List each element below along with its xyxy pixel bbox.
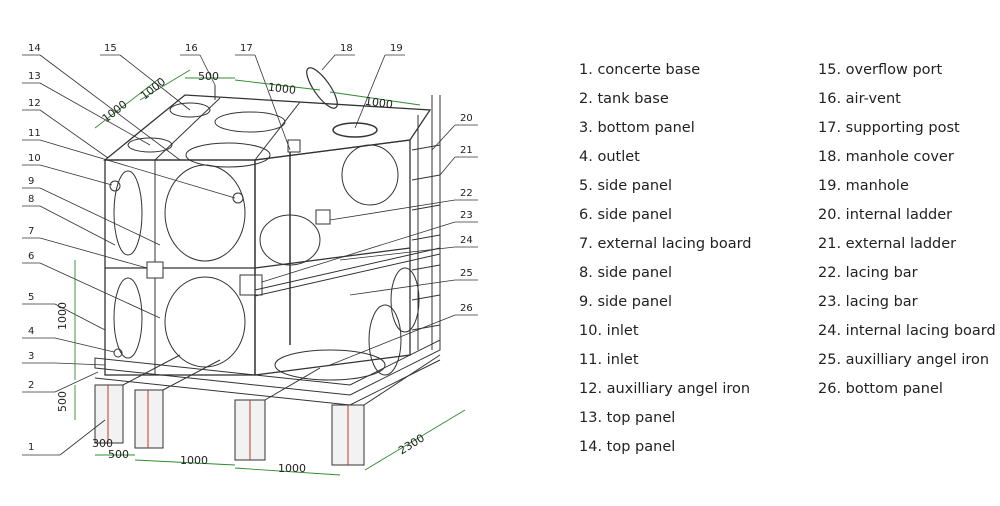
- legend-item: 1. concerte base: [579, 62, 701, 78]
- front-face: [104, 159, 263, 376]
- callout-19: 19: [390, 43, 403, 54]
- dim-left-500: 500: [56, 391, 69, 412]
- callout-4: 4: [28, 326, 34, 337]
- leader-lines: [22, 54, 478, 456]
- callout-3: 3: [28, 351, 34, 362]
- callout-7: 7: [28, 226, 34, 237]
- legend-item: 12. auxilliary angel iron: [579, 381, 751, 397]
- legend-item: 10. inlet: [579, 323, 639, 339]
- callout-9: 9: [28, 176, 34, 187]
- callout-16: 16: [185, 43, 198, 54]
- legend-item: 7. external lacing board: [579, 236, 752, 252]
- callout-6: 6: [28, 251, 34, 262]
- legend-item: 4. outlet: [579, 149, 640, 165]
- concrete-base-blocks: [94, 354, 441, 466]
- callout-22: 22: [460, 188, 473, 199]
- dim-right-2300: 2300: [396, 431, 427, 457]
- dim-top-1000-b: 1000: [138, 75, 168, 102]
- callout-numbers: 1 2 3 4 5 6 7 8 9 10 11 12 13 14 15 16 1…: [28, 43, 473, 453]
- dim-top-500: 500: [198, 70, 219, 83]
- legend-item: 6. side panel: [579, 207, 672, 223]
- legend-item: 15. overflow port: [818, 62, 943, 78]
- callout-21: 21: [460, 145, 473, 156]
- legend-item: 3. bottom panel: [579, 120, 695, 136]
- legend-item: 25. auxilliary angel iron: [818, 352, 990, 368]
- callout-10: 10: [28, 153, 41, 164]
- legend-left-column: 1. concerte base 2. tank base 3. bottom pa…: [579, 58, 752, 464]
- dim-top-1000-d: 1000: [364, 95, 394, 112]
- dim-top-1000-c: 1000: [267, 81, 296, 97]
- legend-item: 14. top panel: [579, 439, 676, 455]
- legend-item: 9. side panel: [579, 294, 672, 310]
- callout-12: 12: [28, 98, 41, 109]
- dim-bottom-1000-a: 1000: [180, 454, 208, 467]
- water-tank-diagram: 1 2 3 4 5 6 7 8 9 10 11 12 13 14 15 16 1…: [22, 43, 478, 476]
- legend-item: 13. top panel: [579, 410, 676, 426]
- legend-item: 8. side panel: [579, 265, 672, 281]
- legend-item: 22. lacing bar: [818, 265, 918, 281]
- dim-top-1000-a: 1000: [100, 98, 130, 125]
- legend-item: 16. air-vent: [818, 91, 901, 107]
- legend-item: 11. inlet: [579, 352, 639, 368]
- dim-bottom-300: 300: [92, 437, 113, 450]
- side-face: [254, 139, 441, 381]
- callout-18: 18: [340, 43, 353, 54]
- legend-item: 17. supporting post: [818, 120, 960, 136]
- callout-11: 11: [28, 128, 41, 139]
- callout-14: 14: [28, 43, 41, 54]
- ladder: [411, 95, 441, 350]
- legend-item: 19. manhole: [818, 178, 909, 194]
- legend-right-column: 15. overflow port 16. air-vent 17. support…: [818, 58, 996, 406]
- dim-bottom-1000-b: 1000: [278, 462, 306, 475]
- legend-item: 21. external ladder: [818, 236, 957, 252]
- legend-item: 24. internal lacing board: [818, 323, 996, 339]
- dim-bottom-500: 500: [108, 448, 129, 461]
- callout-5: 5: [28, 292, 34, 303]
- dimension-lines: [74, 69, 466, 476]
- dim-left-1000: 1000: [56, 302, 69, 330]
- legend-item: 20. internal ladder: [818, 207, 953, 223]
- callout-17: 17: [240, 43, 253, 54]
- callout-1: 1: [28, 442, 34, 453]
- legend-item: 18. manhole cover: [818, 149, 954, 165]
- legend-item: 5. side panel: [579, 178, 672, 194]
- callout-15: 15: [104, 43, 117, 54]
- callout-13: 13: [28, 71, 41, 82]
- callout-23: 23: [460, 210, 473, 221]
- callout-26: 26: [460, 303, 473, 314]
- legend-item: 26. bottom panel: [818, 381, 943, 397]
- callout-2: 2: [28, 380, 34, 391]
- callout-20: 20: [460, 113, 473, 124]
- legend-item: 23. lacing bar: [818, 294, 918, 310]
- callout-24: 24: [460, 235, 473, 246]
- callout-8: 8: [28, 194, 34, 205]
- callout-25: 25: [460, 268, 473, 279]
- legend-item: 2. tank base: [579, 91, 669, 107]
